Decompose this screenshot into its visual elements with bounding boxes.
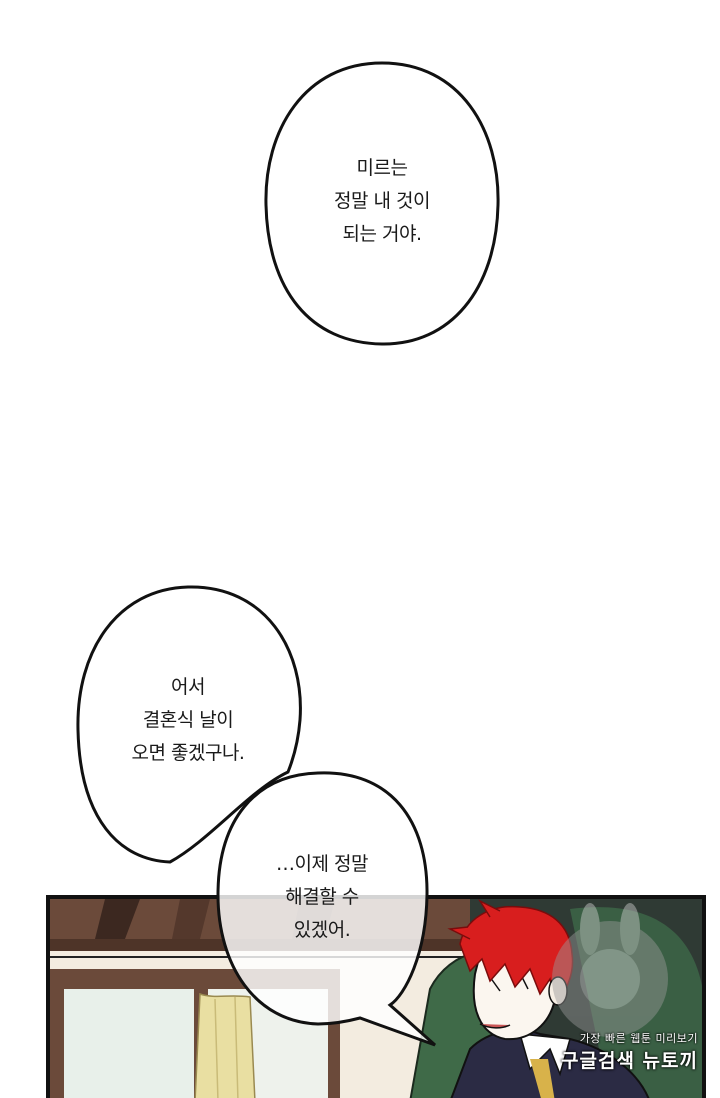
bubble-3-line-2: 해결할 수 [285, 886, 359, 908]
bubble-1-text: 미르는 정말 내 것이 되는 거야. [282, 152, 482, 251]
watermark-tagline: 가장 빠른 웹툰 미리보기 [579, 1032, 698, 1045]
bubble-3-line-1: …이제 정말 [276, 853, 368, 875]
bubble-3-line-3: 있겠어. [293, 919, 351, 941]
bubble-2-text: 어서 결혼식 날이 오면 좋겠구나. [88, 671, 288, 770]
bubble-3-text: …이제 정말 해결할 수 있겠어. [222, 848, 422, 947]
bubble-1-line-2: 정말 내 것이 [334, 190, 430, 212]
bubble-1-line-1: 미르는 [356, 157, 408, 179]
bubble-2-line-2: 결혼식 날이 [142, 709, 234, 731]
watermark-rabbit-emblem [552, 903, 668, 1037]
bubble-1-line-3: 되는 거야. [342, 223, 423, 245]
curtain [194, 992, 256, 1098]
bubble-2-line-1: 어서 [171, 676, 205, 698]
watermark-site: 구글검색 뉴토끼 [561, 1050, 698, 1072]
bubble-2-line-3: 오면 좋겠구나. [131, 742, 245, 764]
